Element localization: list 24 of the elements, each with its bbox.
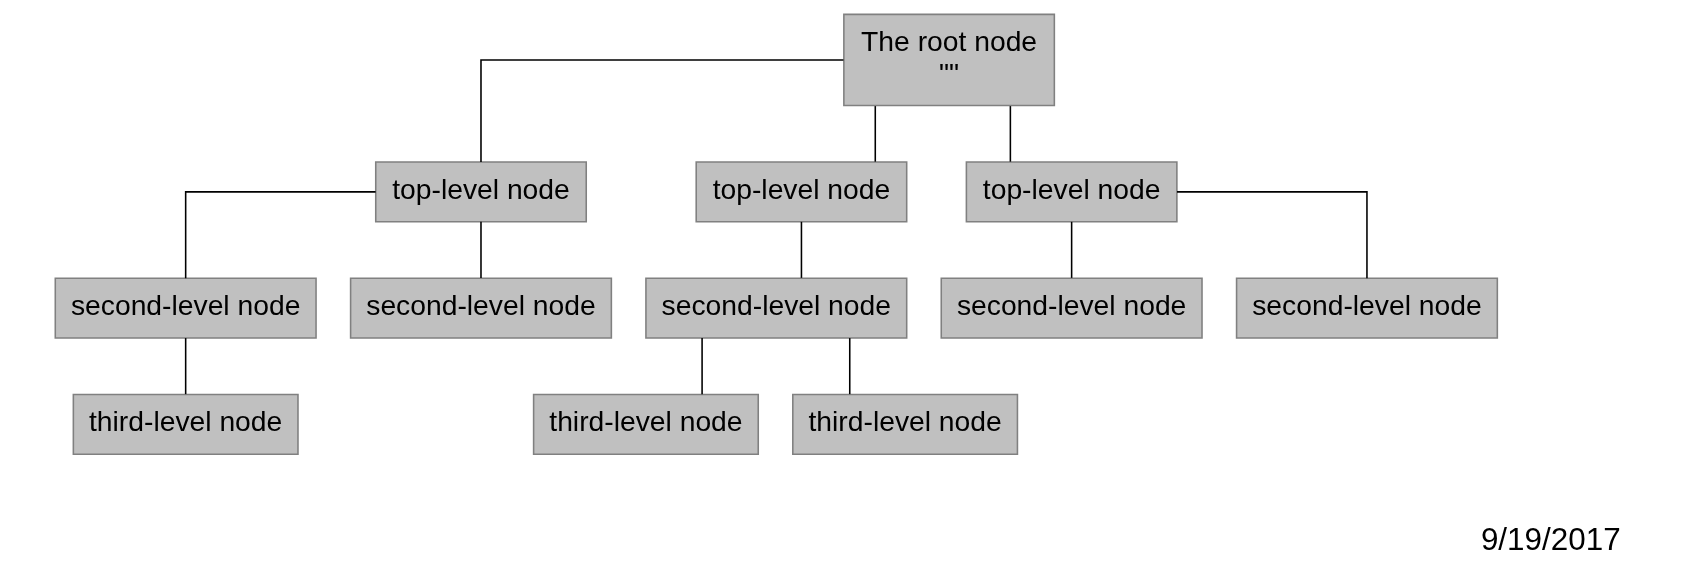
connector [1009,105,1012,163]
node-box: top-level node [374,161,588,223]
connector [1070,221,1073,279]
node-box: The root node "" [843,13,1056,107]
node-box: top-level node [965,161,1178,223]
node-box: second-level node [645,277,908,339]
connector [874,105,877,163]
node-box: second-level node [1235,277,1499,339]
connector [1176,191,1368,279]
connector [480,59,845,163]
connector [701,337,703,395]
node-box: second-level node [940,277,1203,339]
label: 9/19/2017 [1480,522,1621,558]
connector [800,221,803,279]
node-box: third-level node [792,393,1019,455]
node-box: second-level node [349,277,613,339]
connector [480,221,482,279]
node-box: top-level node [695,161,908,223]
connector [184,337,187,395]
node-box: third-level node [532,393,760,455]
node-box: second-level node [54,277,317,339]
connector [184,191,377,279]
connector [848,337,851,395]
node-box: third-level node [72,393,299,455]
